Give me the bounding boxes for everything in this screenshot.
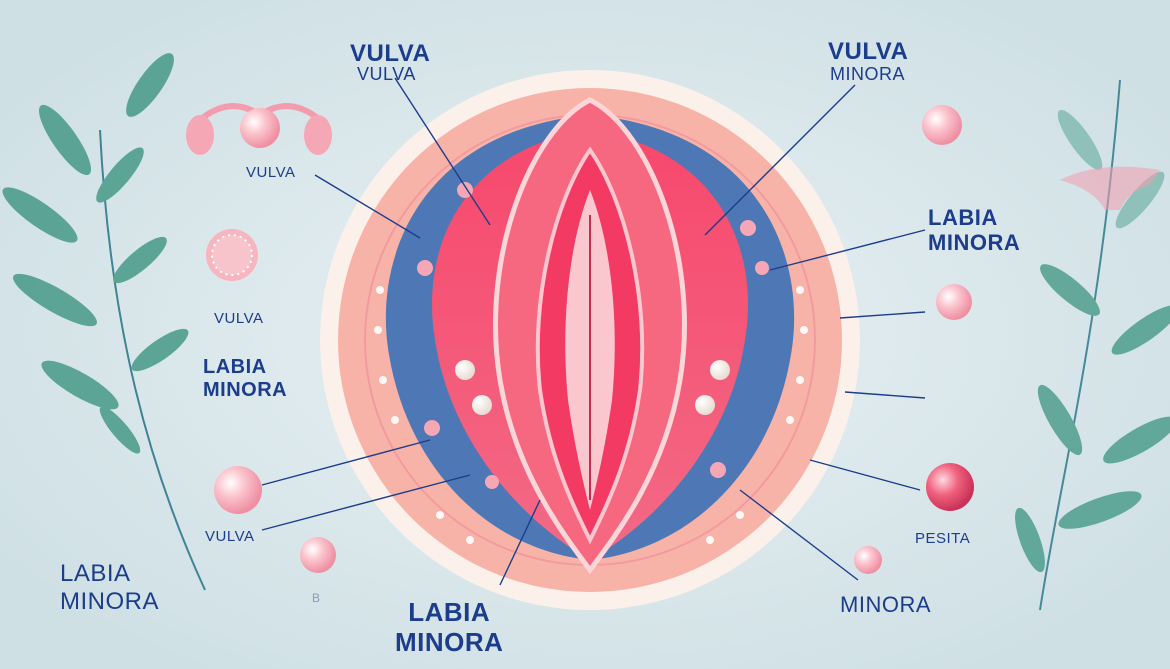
label-left-small-1: VULVA	[246, 164, 296, 181]
label-line: MINORA	[830, 64, 905, 84]
label-left-small-2: VULVA	[214, 310, 264, 327]
leader-lines	[261, 77, 926, 586]
ovum-icon	[206, 229, 258, 281]
label-left-mid: LABIA MINORA	[203, 356, 287, 402]
label-top-center: VULVA	[350, 40, 430, 68]
label-line: MINORA	[928, 230, 1021, 256]
label-line: LABIA	[203, 356, 267, 378]
label-bottom-tiny: B	[312, 591, 321, 605]
sphere-icon	[926, 463, 974, 511]
label-line: VULVA	[828, 38, 909, 65]
label-line: VULVA	[357, 64, 416, 84]
sphere-icon	[214, 466, 262, 514]
label-line: LABIA	[60, 560, 131, 587]
sphere-icon	[854, 546, 882, 574]
label-right-mid: LABIA MINORA	[928, 205, 1020, 256]
sphere-icon	[936, 284, 972, 320]
label-line: LABIA	[928, 205, 998, 230]
label-right-small: PESITA	[915, 530, 971, 547]
label-line: MINORA	[395, 626, 504, 657]
uterus-icon	[186, 103, 332, 155]
label-line: MINORA	[60, 587, 159, 615]
label-line: LABIA	[408, 597, 491, 627]
label-top-right: VULVA	[828, 38, 908, 66]
side-spheres	[214, 105, 974, 574]
label-top-right-sub: MINORA	[830, 64, 905, 85]
leaf-branch-left-icon	[2, 53, 206, 591]
uterus-right-icon	[1060, 166, 1160, 210]
label-bottom-right: MINORA	[840, 592, 931, 617]
sphere-icon	[922, 105, 962, 145]
sphere-icon	[300, 537, 336, 573]
label-bottom-left: LABIA MINORA	[60, 560, 159, 615]
label-left-small-3: VULVA	[205, 528, 255, 545]
label-line: VULVA	[350, 40, 431, 67]
anatomy-circle	[320, 70, 860, 610]
label-line: MINORA	[203, 379, 288, 401]
label-top-center-sub: VULVA	[357, 64, 416, 85]
label-bottom-center: LABIA MINORA	[395, 597, 504, 658]
